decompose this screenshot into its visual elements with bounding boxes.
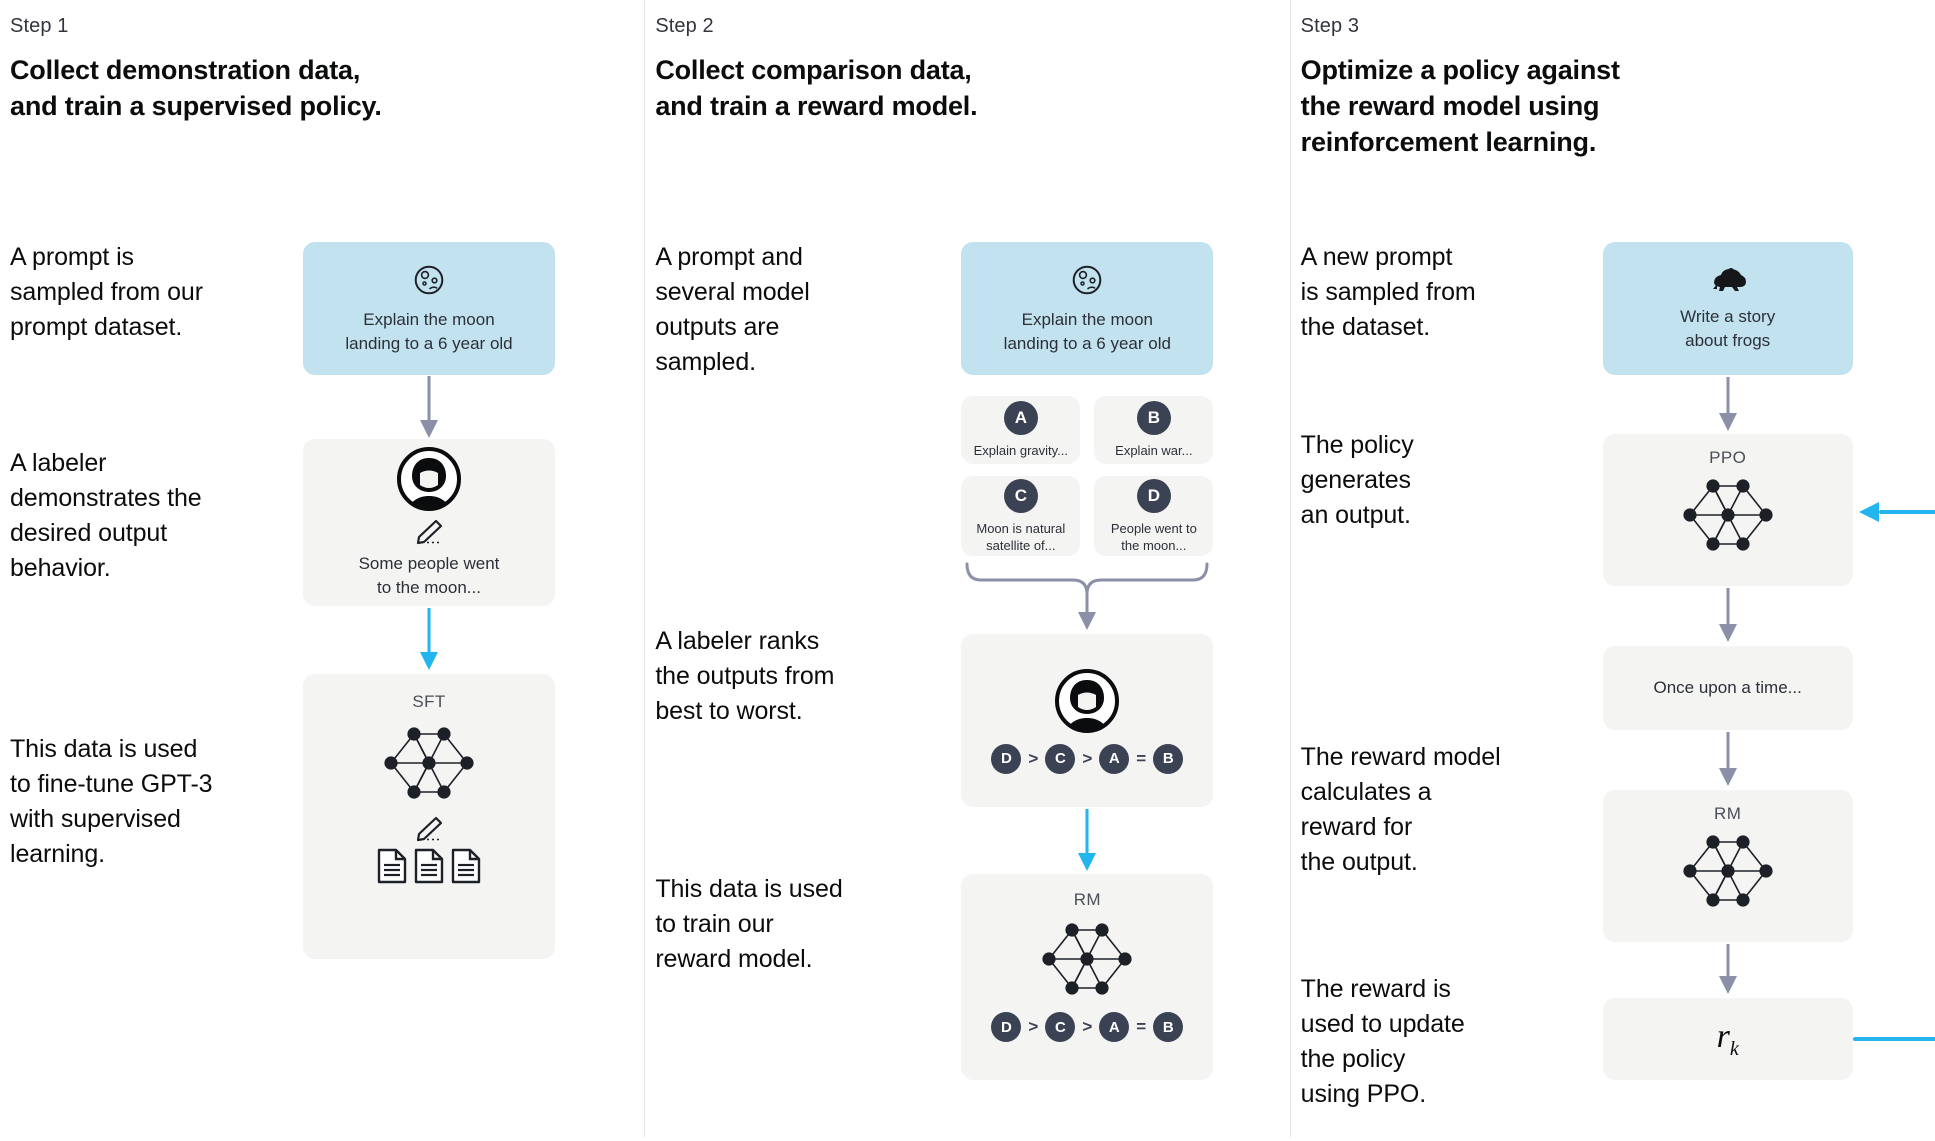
rank-item: B (1153, 1012, 1184, 1042)
option-card-a[interactable]: A Explain gravity... (961, 396, 1081, 464)
step-3-reward-card[interactable]: rk (1602, 998, 1853, 1080)
step-2-ranking-row: D > C > A = B (991, 743, 1184, 774)
step-2-caption-1: A prompt and several model outputs are s… (655, 243, 810, 376)
option-text-c: Moon is natural satellite of... (976, 520, 1066, 553)
step-1-sft-card[interactable]: SFT (303, 674, 555, 959)
step-1-caption-3: This data is used to fine-tune GPT-3 wit… (10, 735, 213, 868)
step-2-prompt-text: Explain the moon landing to a 6 year old (1003, 309, 1171, 353)
rank-op: > (1028, 748, 1039, 768)
neural-network-icon (1683, 479, 1773, 551)
step-2-column: Step 2 Collect comparison data, and trai… (644, 0, 1289, 1137)
step-3-ppo-label: PPO (1709, 448, 1747, 467)
step-1-arrow-highlight (420, 608, 438, 670)
reward-symbol: rk (1716, 1017, 1739, 1060)
person-icon (397, 446, 461, 511)
option-badge-c: C (1003, 478, 1038, 513)
moon-icon (414, 265, 444, 294)
step-2-rm-ranking-row: D > C > A = B (991, 1012, 1184, 1042)
step-1-title: Collect demonstration data, and train a … (10, 55, 382, 121)
rank-op: > (1028, 1017, 1039, 1036)
step-3-kicker: Step 3 (1300, 15, 1360, 37)
option-text-a: Explain gravity... (973, 443, 1069, 458)
documents-icon (377, 848, 481, 884)
step-3-title: Optimize a policy against the reward mod… (1300, 55, 1620, 157)
rank-item: C (1045, 1012, 1076, 1042)
pencil-icon (416, 519, 443, 544)
step-2-rm-label: RM (1073, 890, 1101, 909)
step-3-feedback-loop-arrow (1852, 502, 1935, 1041)
step-1-prompt-text: Explain the moon landing to a 6 year old (345, 309, 513, 353)
step-1-column: Step 1 Collect demonstration data, and t… (0, 0, 644, 1137)
step-1-kicker: Step 1 (10, 15, 69, 37)
option-card-b[interactable]: B Explain war... (1094, 396, 1214, 464)
rank-op: > (1082, 1017, 1093, 1036)
option-text-d: People went to the moon... (1110, 520, 1197, 553)
neural-network-icon (1683, 835, 1773, 907)
step-3-column: Step 3 Optimize a policy against the rew… (1289, 0, 1935, 1137)
rank-item: D (991, 743, 1022, 774)
option-text-b: Explain war... (1115, 443, 1193, 458)
step-3-output-text: Once upon a time... (1653, 678, 1802, 697)
step-3-arrow-flow-4 (1718, 944, 1737, 994)
option-card-c[interactable]: C Moon is natural satellite of... (961, 476, 1081, 556)
neural-network-icon (384, 727, 474, 799)
step-3-arrow-flow-1 (1718, 377, 1737, 431)
rank-op: = (1136, 1017, 1147, 1036)
step-2-caption-3: This data is used to train our reward mo… (655, 875, 843, 973)
option-badge-b: B (1136, 401, 1171, 435)
step-3-caption-4: The reward is used to update the policy … (1300, 975, 1465, 1108)
step-3-prompt-text: Write a story about frogs (1680, 306, 1776, 350)
rank-item: A (1099, 743, 1130, 774)
step-1-caption-2: A labeler demonstrates the desired outpu… (10, 449, 202, 582)
step-2-title: Collect comparison data, and train a rew… (655, 55, 978, 121)
step-1-labeler-card[interactable]: Some people went to the moon... (303, 439, 555, 606)
option-badge-d: D (1136, 478, 1171, 513)
neural-network-icon (1042, 923, 1132, 995)
step-3-rm-label: RM (1714, 804, 1742, 823)
rank-item: D (991, 1012, 1022, 1042)
step-2-labeler-card[interactable]: D > C > A = B (961, 634, 1214, 807)
frog-icon (1712, 267, 1746, 291)
step-1-caption-1: A prompt is sampled from our prompt data… (10, 243, 203, 341)
step-2-brace-arrow (965, 562, 1209, 630)
rank-op: > (1082, 748, 1093, 768)
person-icon (1055, 668, 1120, 733)
option-badge-a: A (1003, 401, 1038, 435)
step-3-arrow-flow-3 (1718, 732, 1737, 786)
rank-item: C (1045, 743, 1076, 774)
step-1-labeler-text: Some people went to the moon... (358, 553, 500, 597)
step-2-caption-2: A labeler ranks the outputs from best to… (655, 627, 835, 725)
rank-item: A (1099, 1012, 1130, 1042)
step-2-prompt-card[interactable]: Explain the moon landing to a 6 year old (961, 242, 1214, 375)
pencil-icon (416, 816, 443, 842)
step-3-ppo-card[interactable]: PPO (1602, 434, 1853, 586)
rank-op: = (1136, 748, 1147, 768)
step-3-caption-3: The reward model calculates a reward for… (1300, 743, 1501, 876)
moon-icon (1073, 265, 1102, 294)
step-3-rm-card[interactable]: RM (1602, 790, 1853, 942)
step-2-arrow-highlight (1078, 809, 1097, 871)
step-3-caption-2: The policy generates an output. (1300, 431, 1414, 529)
step-2-kicker: Step 2 (655, 15, 714, 37)
step-3-prompt-card[interactable]: Write a story about frogs (1602, 242, 1853, 375)
step-1-arrow-flow-1 (420, 376, 438, 438)
option-card-d[interactable]: D People went to the moon... (1094, 476, 1214, 556)
step-3-arrow-flow-2 (1718, 588, 1737, 642)
step-3-output-card[interactable]: Once upon a time... (1602, 646, 1853, 730)
step-1-sft-label: SFT (412, 692, 446, 711)
step-3-caption-1: A new prompt is sampled from the dataset… (1300, 243, 1476, 341)
step-1-prompt-card[interactable]: Explain the moon landing to a 6 year old (303, 242, 555, 375)
rank-item: B (1153, 743, 1184, 774)
step-2-rm-card[interactable]: RM (961, 874, 1214, 1080)
